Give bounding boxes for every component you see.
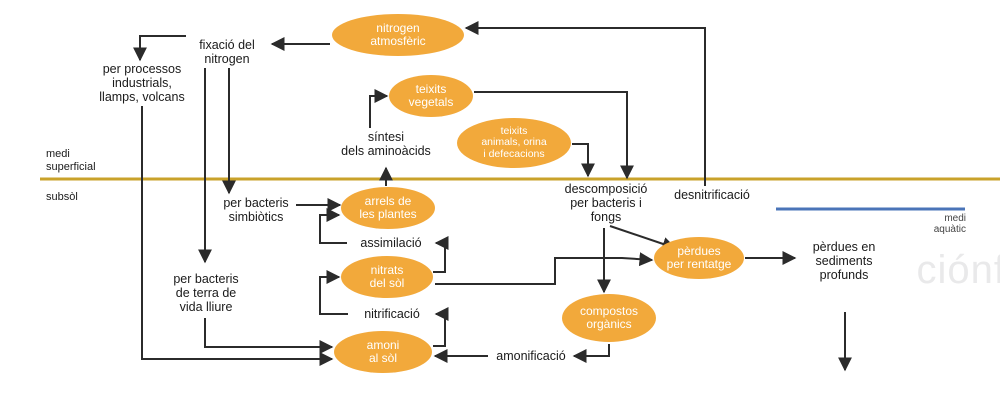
arrow-animals-to-descomp <box>572 143 595 178</box>
label-medi-aquatic: medi aquàtic <box>933 213 966 235</box>
node-teixits-animals: teixits animals, orina i defecacions <box>457 118 571 168</box>
node-nitrats-sol-label: nitrats del sòl <box>369 263 405 290</box>
node-teixits-vegetals: teixits vegetals <box>389 75 473 117</box>
arrow-assimilacio-to-arrels <box>319 208 347 244</box>
label-amonificacio: amonificació <box>496 349 566 363</box>
node-nitrats-sol: nitrats del sòl <box>341 256 433 298</box>
node-nitrogen-atmosferic: nitrogen atmosfèric <box>332 14 464 56</box>
node-teixits-vegetals-label: teixits vegetals <box>408 82 454 109</box>
label-subsol: subsòl <box>46 191 78 203</box>
node-amoni-sol: amoni al sòl <box>334 331 432 373</box>
arrow-vegetals-to-descomp <box>474 91 634 180</box>
label-descomposicio: descomposició per bacteris i fongs <box>564 182 648 224</box>
arrow-vida-lliure-to-amoni <box>204 318 334 354</box>
node-compostos-organics: compostos orgànics <box>562 294 656 342</box>
label-sintesi: síntesi dels aminoàcids <box>341 130 431 158</box>
arrow-amoni-to-nitrificacio <box>433 307 449 347</box>
node-compostos-organics-label: compostos orgànics <box>579 304 639 331</box>
node-teixits-animals-label: teixits animals, orina i defecacions <box>481 124 547 160</box>
label-bacteris-vida-lliure: per bacteris de terra de vida lliure <box>173 272 239 314</box>
arrow-compostos-to-amoni <box>572 344 610 363</box>
node-perdues-rentatge: pèrdues per rentatge <box>654 237 744 279</box>
label-fixacio: fixació del nitrogen <box>199 38 255 66</box>
node-arrels-plantes: arrels de les plantes <box>341 187 435 229</box>
arrow-nitrats-to-assimilacio <box>433 236 449 273</box>
arrow-processos-to-amoni <box>141 106 334 366</box>
label-desnitrificacio: desnitrificació <box>674 188 750 202</box>
arrow-fixacio-to-processos <box>133 35 186 62</box>
node-arrels-plantes-label: arrels de les plantes <box>359 194 417 221</box>
label-bacteris-simbiotics: per bacteris simbiòtics <box>223 196 289 224</box>
arrow-nitrificacio-to-nitrats <box>319 270 348 315</box>
arrow-desnitrif-to-atmos <box>464 21 706 186</box>
arrow-nitrats-to-perdues <box>435 252 654 285</box>
arrow-sintesi-to-vegetals <box>369 89 389 128</box>
node-nitrogen-atmosferic-label: nitrogen atmosfèric <box>370 21 426 48</box>
node-amoni-sol-label: amoni al sòl <box>366 338 400 365</box>
node-perdues-rentatge-label: pèrdues per rentatge <box>666 244 732 271</box>
background-watermark-text: ciónf <box>916 248 1000 292</box>
label-nitrificacio: nitrificació <box>364 307 420 321</box>
label-medi-superficial: medi superficial <box>46 148 96 173</box>
label-assimilacio: assimilació <box>360 236 422 250</box>
label-processos: per processos industrials, llamps, volca… <box>99 62 185 104</box>
label-perdues-sediments: pèrdues en sediments profunds <box>812 240 876 282</box>
